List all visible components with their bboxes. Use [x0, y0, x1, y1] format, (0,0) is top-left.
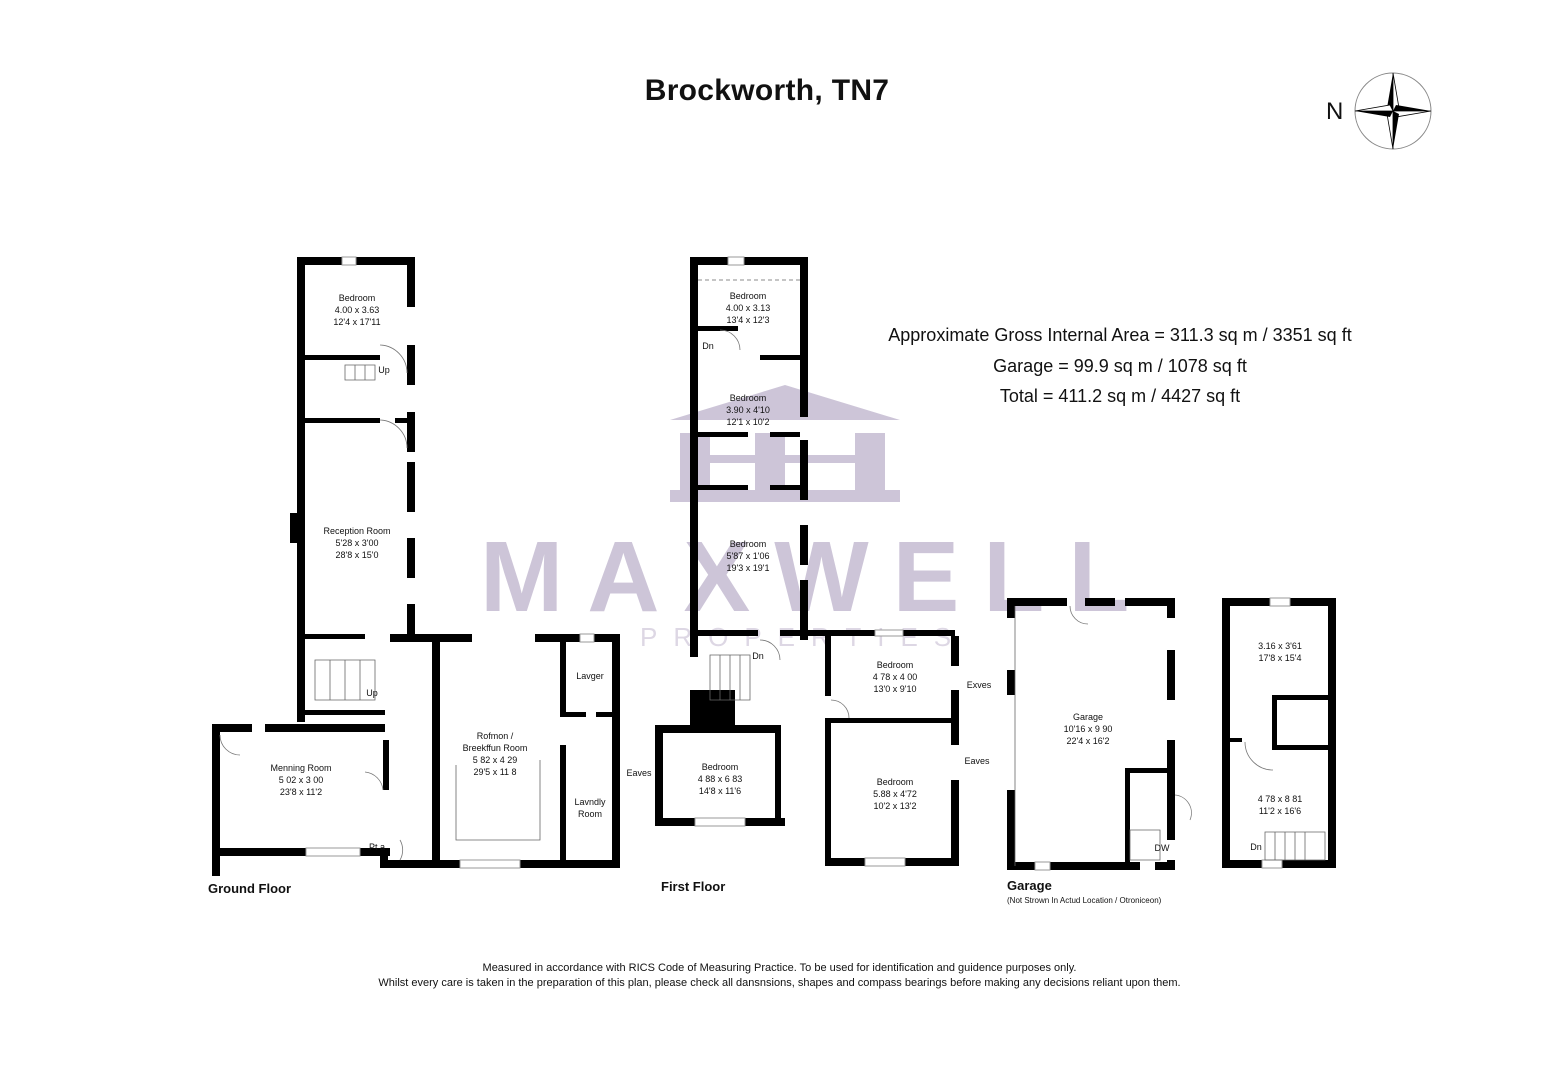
room-name: Bedroom	[729, 393, 767, 403]
ff-bedroom-1-label: Bedroom 4.00 x 3.13 13'4 x 12'3	[700, 290, 796, 326]
room-name: Bedroom	[338, 293, 376, 303]
room-name: Garage	[1072, 712, 1104, 722]
room-name-line1: Rofmon /	[476, 731, 514, 741]
room-size-imperial: 22'4 x 16'2	[1066, 736, 1110, 746]
ff-eaves-label-1: Eaves	[626, 768, 652, 778]
room-size-metric: 4 78 x 8 81	[1257, 794, 1303, 804]
garage-area: Garage = 99.9 sq m / 1078 sq ft	[993, 356, 1247, 376]
room-size-imperial: 13'0 x 9'10	[873, 684, 917, 694]
garage-location-note: (Not Strown In Actud Location / Otronice…	[1007, 896, 1162, 905]
room-size-metric: 3.16 x 3'61	[1258, 641, 1302, 651]
annex-stairs-down-label: Dn	[1250, 842, 1262, 852]
compass-rose-icon	[1354, 72, 1432, 150]
room-size-imperial: 13'4 x 12'3	[726, 315, 770, 325]
ff-bedroom-6-label: Bedroom 5.88 x 4'72 10'2 x 13'2	[845, 776, 945, 812]
room-name: Bedroom	[729, 539, 767, 549]
room-name-line2: Breekffun Room	[462, 743, 528, 753]
garage-room-label: Garage 10'16 x 9 90 22'4 x 16'2	[1040, 711, 1136, 747]
room-size-imperial: 14'8 x 11'6	[698, 786, 742, 796]
room-size-metric: 5.88 x 4'72	[873, 789, 917, 799]
room-size-imperial: 19'3 x 19'1	[726, 563, 770, 573]
compass-north-label: N	[1326, 98, 1344, 125]
first-floor-label: First Floor	[661, 879, 726, 894]
room-size-metric: 3.90 x 4'10	[726, 405, 770, 415]
ff-eaves-label-3: Eaves	[964, 756, 990, 766]
gf-reception-room-label: Reception Room 5'28 x 3'00 28'8 x 15'0	[310, 525, 404, 561]
ff-bedroom-4-label: Bedroom 4 78 x 4 00 13'0 x 9'10	[845, 659, 945, 695]
room-size-metric: 10'16 x 9 90	[1063, 724, 1113, 734]
room-size-imperial: 11'2 x 16'6	[1258, 806, 1302, 816]
ff-bedroom-3-label: Bedroom 5'87 x 1'06 19'3 x 19'1	[700, 538, 796, 574]
room-name: Menning Room	[270, 763, 332, 773]
room-size-imperial: 29'5 x 11 8	[473, 767, 517, 777]
room-name-line1: Lavndly	[574, 797, 606, 807]
room-size-metric: 4 78 x 4 00	[872, 672, 918, 682]
ground-floor-label: Ground Floor	[208, 881, 292, 896]
room-size-metric: 5 82 x 4 29	[472, 755, 518, 765]
room-name: Bedroom	[876, 777, 914, 787]
ff-eaves-label-2: Exves	[966, 680, 992, 690]
room-size-imperial: 28'8 x 15'0	[335, 550, 379, 560]
gf-porch-label: Pt a	[368, 842, 385, 852]
room-size-metric: 5 02 x 3 00	[278, 775, 324, 785]
gf-bedroom-label: Bedroom 4.00 x 3.63 12'4 x 17'11	[310, 292, 404, 328]
annex-lower-room-label: 4 78 x 8 81 11'2 x 16'6	[1235, 793, 1325, 817]
ff-stairs-down-label: Dn	[702, 341, 714, 351]
room-size-imperial: 23'8 x 11'2	[279, 787, 323, 797]
annex-upper-room-label: 3.16 x 3'61 17'8 x 15'4	[1235, 640, 1325, 664]
total-area: Total = 411.2 sq m / 4427 sq ft	[999, 386, 1241, 406]
ff-bedroom-2-label: Bedroom 3.90 x 4'10 12'1 x 10'2	[700, 392, 796, 428]
room-name: Reception Room	[323, 526, 391, 536]
room-size-metric: 4.00 x 3.63	[334, 305, 380, 315]
room-size-metric: 4 88 x 6 83	[697, 774, 743, 784]
room-size-metric: 5'28 x 3'00	[335, 538, 379, 548]
gf-stairs-up-label-2: Up	[366, 688, 378, 698]
gross-internal-area: Approximate Gross Internal Area = 311.3 …	[888, 325, 1352, 345]
ff-stairs-down-label-2: Dn	[752, 651, 764, 661]
plan-title: Brockworth, TN7	[644, 74, 890, 107]
room-size-imperial: 12'4 x 17'11	[333, 317, 381, 327]
gf-laundry-room-label: Lavndly Room	[568, 796, 612, 820]
garage-floor-label: Garage	[1007, 878, 1052, 893]
gf-kitchen-breakfast-label: Rofmon / Breekffun Room 5 82 x 4 29 29'5…	[445, 730, 545, 778]
garage-dw-label: DW	[1154, 843, 1170, 853]
room-size-imperial: 17'8 x 15'4	[1258, 653, 1302, 663]
gf-larder-label: Lavger	[576, 671, 604, 681]
footer-disclaimer-line2: Whilst every care is taken in the prepar…	[378, 977, 1181, 989]
ff-bedroom-5-label: Bedroom 4 88 x 6 83 14'8 x 11'6	[670, 761, 770, 797]
room-size-metric: 4.00 x 3.13	[725, 303, 771, 313]
room-name: Bedroom	[876, 660, 914, 670]
room-name: Bedroom	[729, 291, 767, 301]
room-size-imperial: 10'2 x 13'2	[873, 801, 917, 811]
room-name-line2: Room	[577, 809, 602, 819]
gf-stairs-up-label: Up	[378, 365, 390, 375]
room-size-imperial: 12'1 x 10'2	[726, 417, 770, 427]
room-size-metric: 5'87 x 1'06	[726, 551, 770, 561]
footer-disclaimer-line1: Measured in accordance with RICS Code of…	[482, 962, 1077, 974]
room-name: Bedroom	[701, 762, 739, 772]
gf-menning-room-label: Menning Room 5 02 x 3 00 23'8 x 11'2	[240, 762, 362, 798]
